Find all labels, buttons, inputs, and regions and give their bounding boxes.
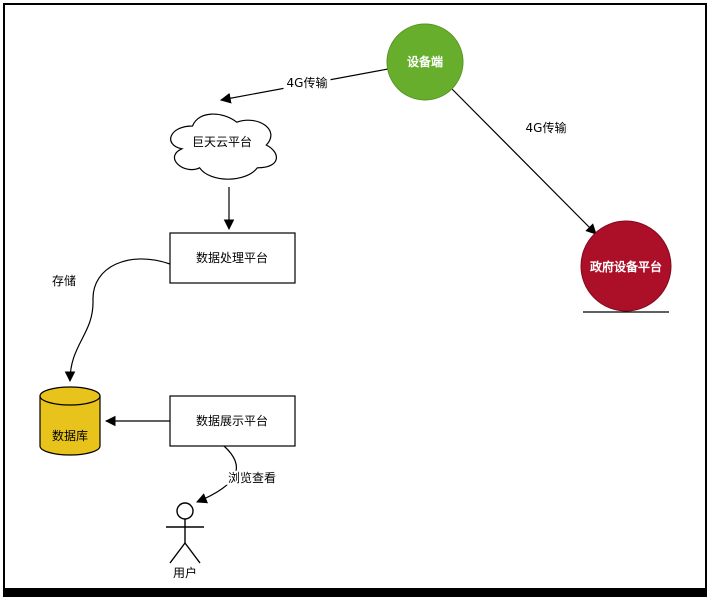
- edge-processing-database: [64, 258, 171, 383]
- edge-processing-database-label: 存储: [48, 273, 80, 289]
- cloud-node-label: 巨天云平台: [191, 134, 253, 149]
- user-actor: [166, 502, 204, 564]
- user-actor-label: 用户: [172, 565, 198, 580]
- processing-node-label: 数据处理平台: [195, 250, 269, 265]
- display-node: [169, 395, 296, 447]
- device-node: [386, 23, 464, 101]
- processing-node: [169, 232, 296, 284]
- government-node-label: 政府设备平台: [589, 259, 663, 274]
- database-node: [39, 386, 101, 456]
- edge-display-user-label: 浏览查看: [224, 470, 280, 486]
- database-node-label: 数据库: [51, 428, 89, 443]
- device-node-label: 设备端: [406, 54, 444, 69]
- database-node-rim: [39, 395, 101, 406]
- edge-device-cloud-label: 4G传输: [283, 75, 331, 91]
- edge-device-government: [451, 88, 597, 235]
- government-node: [580, 220, 672, 312]
- display-node-label: 数据展示平台: [195, 413, 269, 428]
- cloud-node: [170, 113, 277, 180]
- edge-device-government-label: 4G传输: [522, 120, 570, 136]
